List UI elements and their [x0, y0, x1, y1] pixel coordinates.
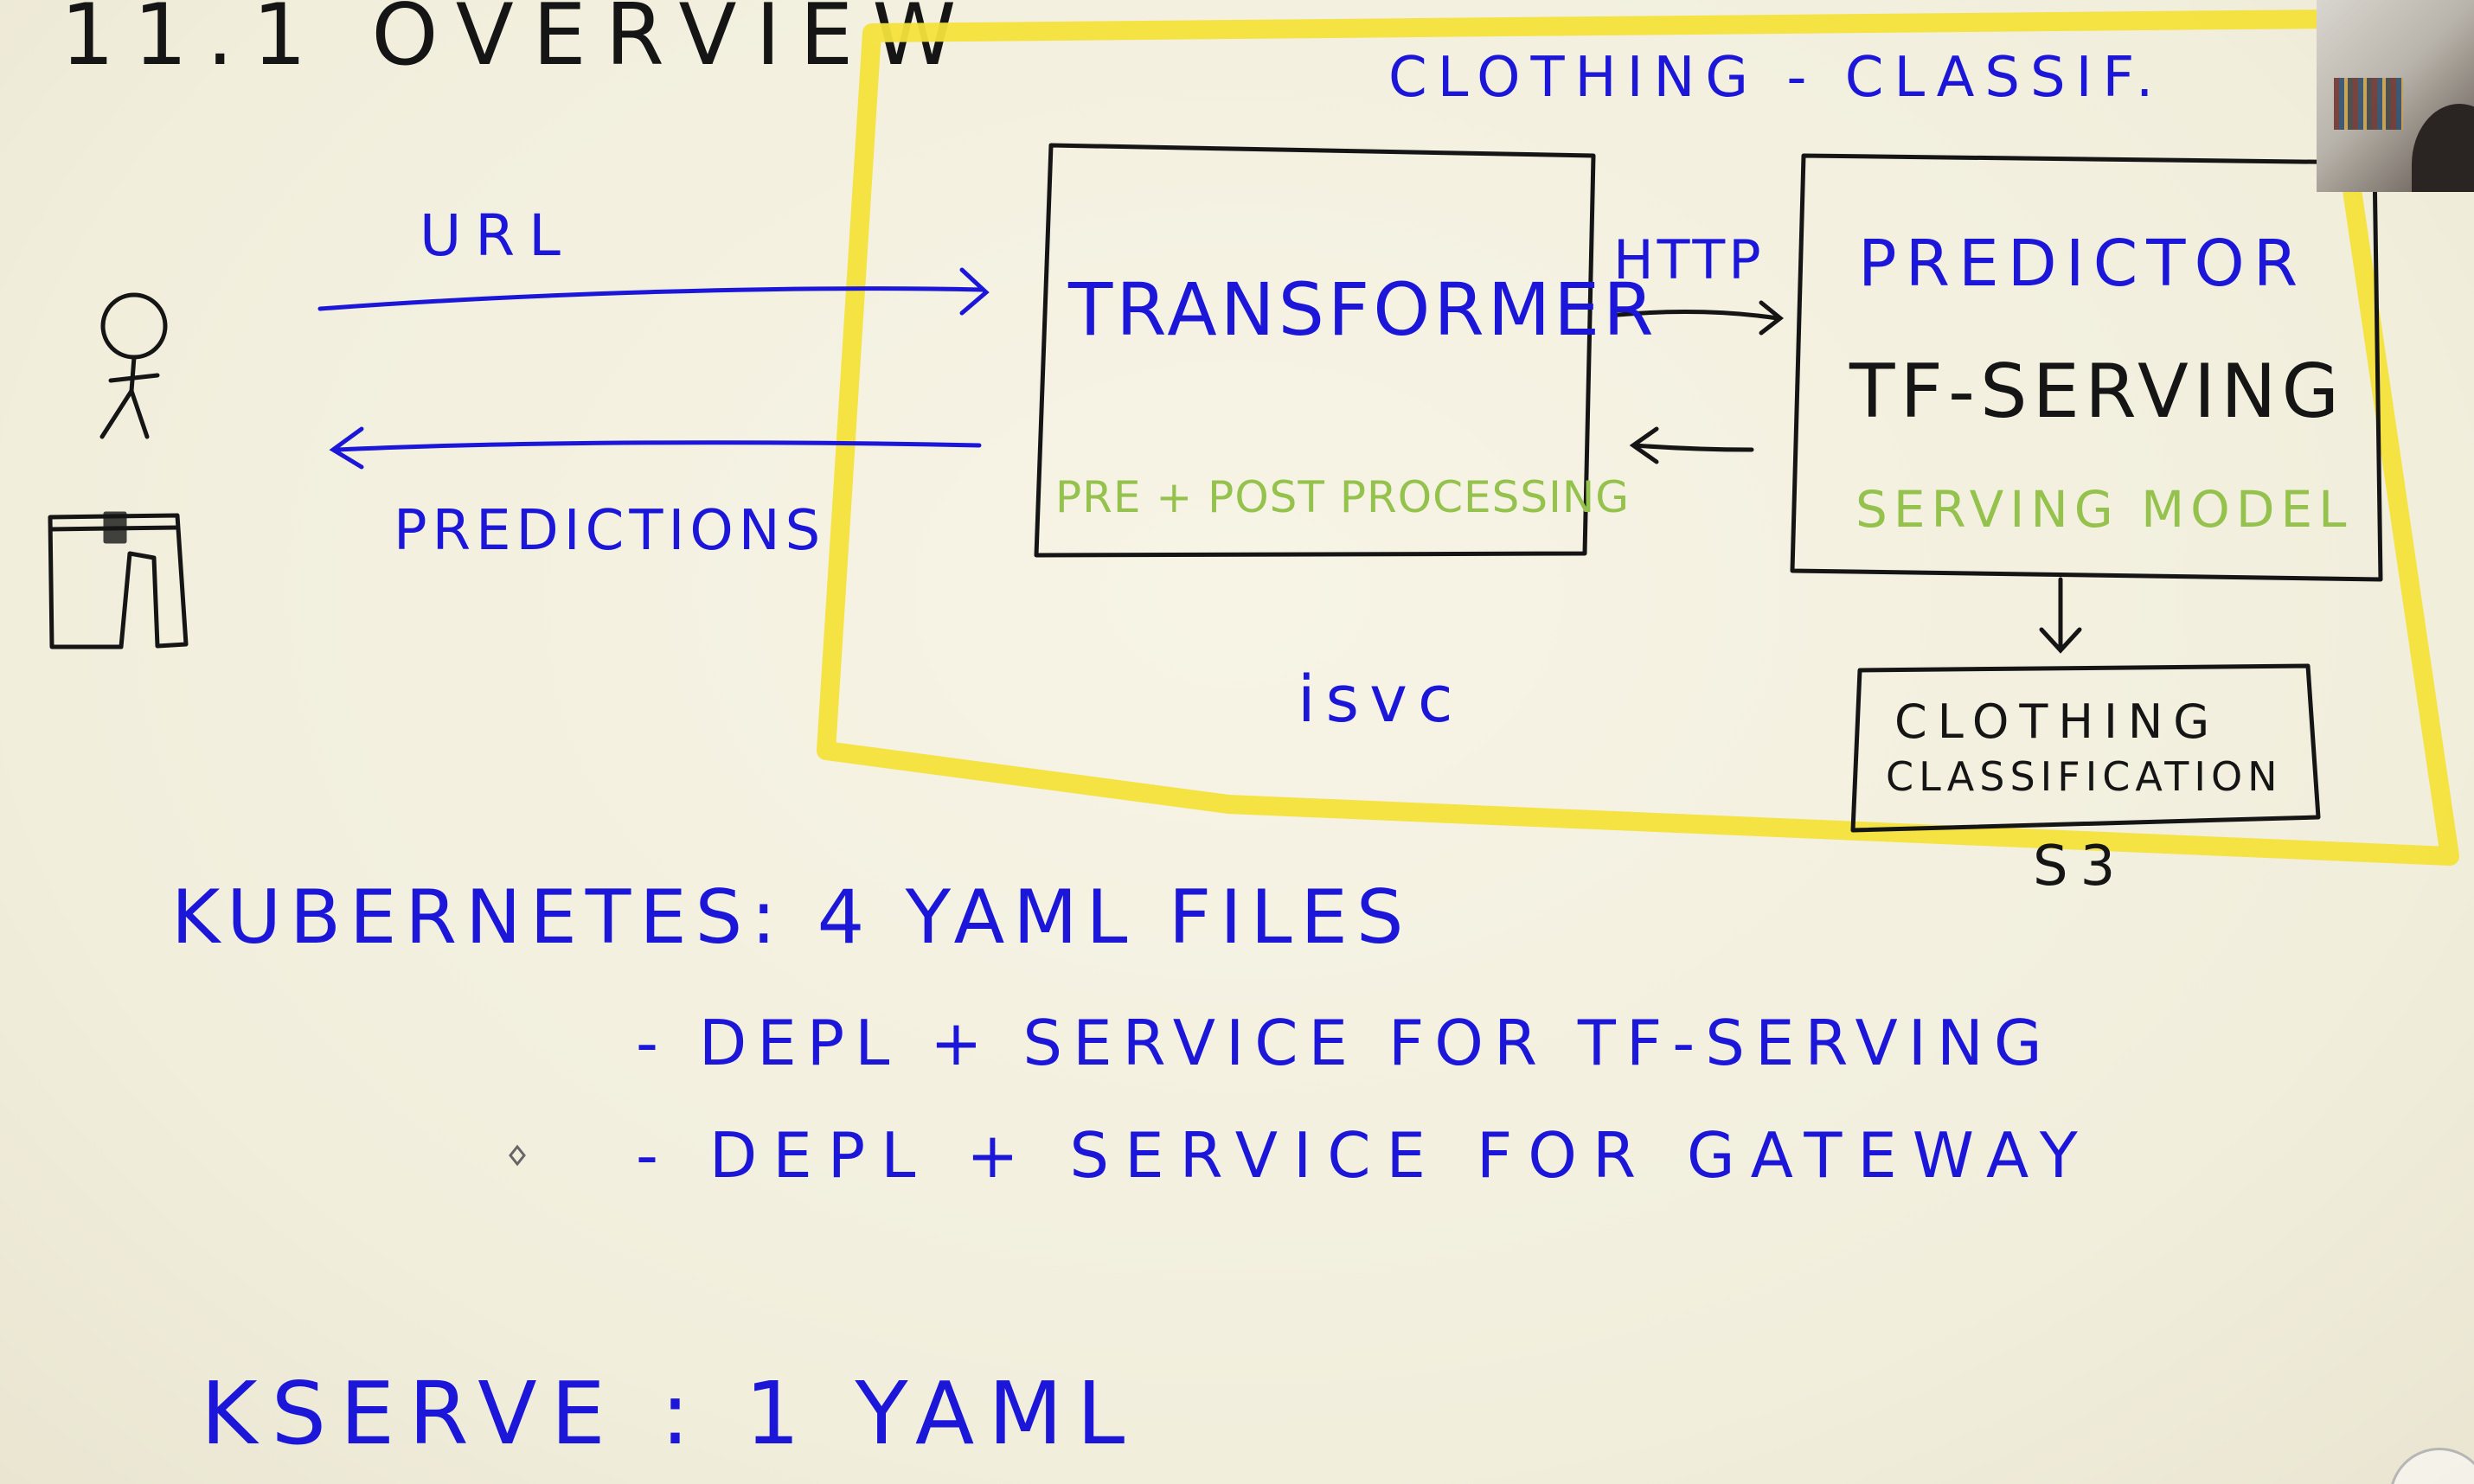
predictor-title: PREDICTOR [1858, 227, 2307, 301]
response-arrow [329, 426, 982, 470]
transformer-box [1034, 143, 1596, 558]
request-arrow [317, 267, 990, 316]
webcam-feed [2317, 0, 2474, 192]
isvc-title: CLOTHING - CLASSIF. [1388, 46, 2164, 110]
presenter-image [2412, 104, 2474, 192]
stick-figure-icon [99, 292, 168, 439]
kubernetes-item-2: - DEPL + SERVICE FOR GATEWAY [636, 1119, 2093, 1192]
predictor-subtitle: SERVING MODEL [1856, 480, 2353, 539]
kubernetes-heading: KUBERNETES: 4 YAML FILES [171, 874, 1413, 961]
storage-box [1850, 663, 2321, 833]
storage-label: S3 [2033, 835, 2128, 899]
pants-icon [48, 511, 189, 649]
kserve-heading: KSERVE : 1 YAML [201, 1363, 1139, 1464]
http-arrow [1615, 300, 1785, 336]
storage-arrow [2039, 577, 2082, 654]
transformer-title: TRANSFORMER [1068, 267, 1657, 352]
isvc-highlight-boundary [817, 10, 2459, 866]
isvc-label: isvc [1298, 662, 1464, 737]
request-label: URL [420, 202, 574, 269]
storage-line-2: CLASSIFICATION [1886, 753, 2283, 800]
transformer-subtitle: PRE + POST PROCESSING [1055, 472, 1630, 522]
predictor-box [1790, 153, 2383, 582]
section-heading: 11.1 OVERVIEW [61, 0, 976, 85]
kubernetes-item-1: - DEPL + SERVICE FOR TF-SERVING [636, 1007, 2053, 1079]
http-return-arrow [1629, 426, 1754, 464]
sparkle-mark [509, 1144, 526, 1167]
http-label: HTTP [1613, 228, 1765, 291]
bookshelf-image [2334, 78, 2403, 130]
predictor-engine: TF-SERVING [1849, 349, 2345, 435]
storage-line-1: CLOTHING [1894, 694, 2221, 749]
response-label: PREDICTIONS [394, 499, 826, 563]
